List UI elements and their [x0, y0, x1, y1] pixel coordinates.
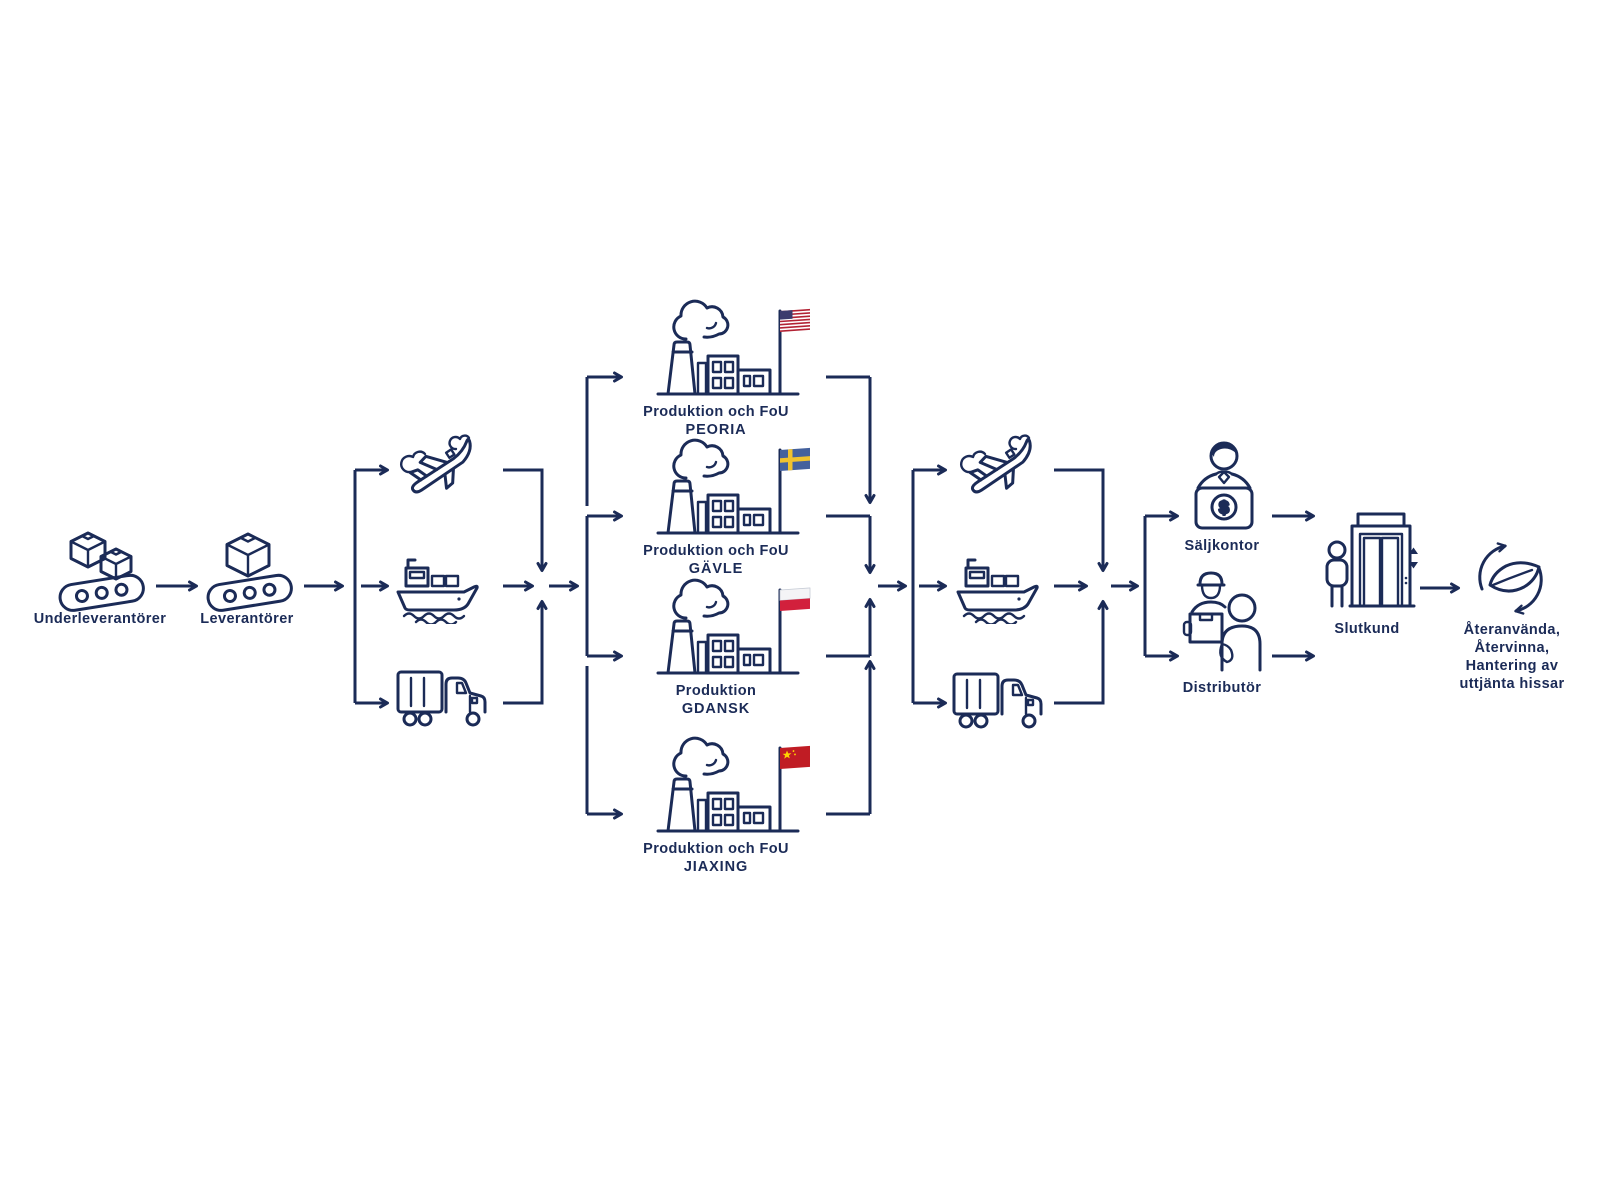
recycling-leaf-icon — [1462, 532, 1558, 629]
truck-icon — [396, 666, 488, 741]
flag-china-icon — [780, 745, 810, 769]
dollar-glyph: $ — [1219, 498, 1229, 517]
airplane-icon — [956, 424, 1052, 511]
sales-office-label: Säljkontor — [1184, 538, 1260, 554]
flag-poland-icon — [779, 587, 811, 611]
suppliers-conveyor-icon — [198, 520, 298, 619]
distributor-label: Distributör — [1182, 680, 1262, 696]
truck-icon — [952, 668, 1044, 743]
airplane-icon — [396, 424, 492, 511]
factory-gavle-icon — [648, 438, 818, 543]
factory-jiaxing-label: Produktion och FoU JIAXING — [643, 841, 789, 875]
end-customer-elevator-icon — [1324, 512, 1420, 623]
recycling-label: Återanvända, Återvinna, Hantering av utt… — [1459, 622, 1565, 692]
truck1-merge-line — [503, 600, 548, 705]
factory-peoria-icon — [648, 299, 818, 404]
cargo-ship-icon — [952, 542, 1048, 629]
subsuppliers-conveyor-icon — [48, 520, 152, 619]
flag-sweden-icon — [780, 447, 810, 471]
factory-jiaxing-icon — [648, 736, 818, 841]
subsuppliers-label: Underleverantörer — [33, 611, 167, 627]
flag-usa-icon — [780, 308, 810, 332]
factory-gavle-label: Produktion och FoU GÄVLE — [643, 543, 789, 577]
cargo-ship-icon — [392, 542, 488, 629]
truck2-merge-line — [1054, 600, 1109, 705]
plane2-merge-line — [1054, 468, 1109, 572]
end-customer-label: Slutkund — [1334, 621, 1400, 637]
sales-office-icon: $ — [1180, 438, 1268, 539]
factory-gdansk-label: Produktion GDANSK — [675, 683, 757, 717]
plane1-merge-line — [503, 468, 548, 572]
distributor-icon — [1172, 560, 1268, 677]
suppliers-label: Leverantörer — [200, 611, 294, 627]
factory-peoria-label: Produktion och FoU PEORIA — [643, 404, 789, 438]
factory-gdansk-icon — [648, 578, 818, 683]
